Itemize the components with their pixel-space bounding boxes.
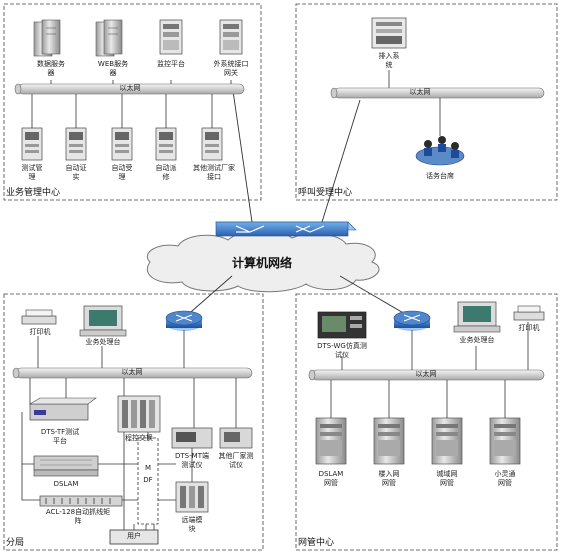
call-region-title: 呼叫受理中心 xyxy=(298,188,353,198)
db-server-icon xyxy=(33,19,61,57)
branch-printer-icon xyxy=(21,309,57,325)
user-label: 用户 xyxy=(127,532,141,540)
business-region-frame xyxy=(3,3,262,201)
branch-printer-label: 打印机 xyxy=(29,328,51,336)
nms-ethernet-bus xyxy=(308,369,545,381)
dts-tf-icon xyxy=(28,397,97,421)
network-cloud-label: 计算机网络 xyxy=(231,256,293,270)
dts-mt-label: DTS-MT端测试仪 xyxy=(175,452,209,469)
call-region-frame xyxy=(295,3,558,201)
branch-ethernet-bus xyxy=(12,367,253,379)
terminal-row-icons xyxy=(21,127,223,161)
business-ethernet-bus xyxy=(14,83,245,95)
branch-bus-label: 以太网 xyxy=(121,368,143,376)
dts-wg-icon xyxy=(317,311,367,339)
dts-wg-label: DTS-WG仿真测试仪 xyxy=(317,342,367,359)
acl-matrix-icon xyxy=(39,495,123,507)
nms-console-icon xyxy=(453,301,501,333)
auto-accept-label: 自动受理 xyxy=(111,164,133,181)
business-region-title: 业务管理中心 xyxy=(6,188,61,198)
remote-module-icon xyxy=(175,481,209,513)
switch-label: 程控交换 xyxy=(125,434,153,442)
remote-module-label: 远端模块 xyxy=(181,516,203,533)
access-system-icon xyxy=(371,17,407,49)
dts-tf-label: DTS-TF测试平台 xyxy=(40,428,80,445)
branch-router-icon xyxy=(165,310,203,331)
nms-printer-label: 打印机 xyxy=(518,324,540,332)
branch-region-title: 分局 xyxy=(6,538,25,548)
nms-region-frame xyxy=(295,293,558,551)
agent-desk-label: 话务台席 xyxy=(426,172,454,180)
uplink-branch xyxy=(183,275,233,319)
branch-console-label: 业务处理台 xyxy=(85,338,121,346)
branch-console-icon xyxy=(79,305,127,337)
branch-region-frame xyxy=(3,293,264,551)
nms-server-icons xyxy=(315,417,521,465)
uplink-call xyxy=(321,99,361,223)
dts-mt-icon xyxy=(171,427,213,449)
monitor-platform-label: 监控平台 xyxy=(157,60,185,68)
phs-nms-label: 小灵通网管 xyxy=(494,470,516,487)
other-tester-label: 其他厂家测试仪 xyxy=(218,452,254,469)
network-cloud xyxy=(147,230,380,293)
acl-label: ACL-128自动抓线矩阵 xyxy=(45,508,111,525)
core-switch-icon xyxy=(215,221,357,237)
dslam-icon xyxy=(33,455,99,477)
call-bus-label: 以太网 xyxy=(409,88,431,96)
test-mgmt-label: 测试管理 xyxy=(21,164,43,181)
access-system-label: 排入系统 xyxy=(378,52,400,69)
call-ethernet-bus xyxy=(330,87,545,99)
gateway-label: 外系统接口网关 xyxy=(213,60,249,77)
auto-dispatch-label: 自动派修 xyxy=(155,164,177,181)
web-server-label: WEB服务器 xyxy=(97,60,129,77)
dslam-label: DSLAM xyxy=(53,480,79,488)
web-server-icon xyxy=(95,19,123,57)
other-tester-icon xyxy=(219,427,253,449)
switch-rack-icon xyxy=(117,395,161,433)
mdf-label: MDF xyxy=(143,464,153,484)
building-nms-label: 楼入网网管 xyxy=(378,470,400,487)
business-bus-label: 以太网 xyxy=(119,84,141,92)
other-vendor-label: 其他测试厂家接口 xyxy=(193,164,235,181)
monitor-platform-icon xyxy=(159,19,183,55)
gateway-icon xyxy=(219,19,243,55)
nms-console-label: 业务处理台 xyxy=(459,336,495,344)
auto-verify-label: 自动证实 xyxy=(65,164,87,181)
nms-router-icon xyxy=(393,310,431,331)
nms-bus-label: 以太网 xyxy=(415,370,437,378)
uplink-nms xyxy=(339,275,413,319)
agent-desk-icon xyxy=(415,136,465,166)
db-server-label: 数据服务器 xyxy=(37,60,65,77)
metro-nms-label: 城域网网管 xyxy=(436,470,458,487)
nms-region-title: 网管中心 xyxy=(298,538,335,548)
dslam-nms-label: DSLAM网管 xyxy=(318,470,344,487)
uplink-business xyxy=(231,83,253,223)
nms-printer-icon xyxy=(513,305,545,321)
branch-wiring xyxy=(21,412,193,530)
